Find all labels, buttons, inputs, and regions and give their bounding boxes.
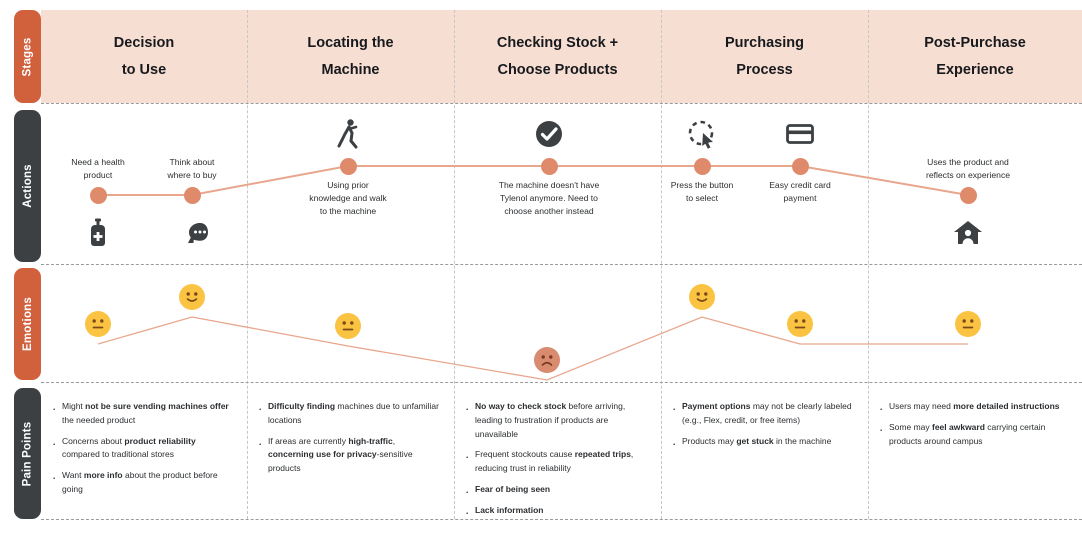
action-label-line: reflects on experience (925, 170, 1011, 181)
pain-point-item: Some may feel awkward carrying certain p… (878, 419, 1068, 449)
pain-points-cell-3: No way to check stock before arriving, l… (454, 398, 661, 524)
stages-header-band (41, 10, 1082, 103)
action-node-dot[interactable] (791, 157, 809, 175)
walking-person-icon (332, 118, 364, 150)
row-label-emotions-text: Emotions (21, 297, 34, 351)
row-label-pain-points-text: Pain Points (21, 421, 34, 486)
action-label-line: where to buy (167, 170, 217, 181)
action-label-line: Using prior (327, 180, 369, 190)
pain-point-item: Products may get stuck in the machine (671, 433, 854, 454)
action-label: Using prior knowledge and walk to the mach… (273, 179, 423, 218)
pain-points-cell-2: Difficulty finding machines due to unfam… (247, 398, 454, 483)
stage-title-line2: Choose Products (497, 61, 618, 78)
pain-point-item: Concerns about product reliability compa… (51, 433, 233, 463)
pain-point-item: Users may need more detailed instruction… (878, 398, 1068, 419)
emotions-row (41, 268, 1082, 381)
pain-point-item: Might not be sure vending machines offer… (51, 398, 233, 428)
stage-header-3: Checking Stock + Choose Products (454, 10, 661, 103)
pain-point-item: Difficulty finding machines due to unfam… (257, 398, 440, 428)
action-node-dot[interactable] (959, 186, 977, 204)
click-cursor-icon (686, 118, 718, 150)
pain-point-item: Lack information (464, 502, 647, 523)
row-label-pain-points: Pain Points (14, 388, 41, 519)
divider-bottom (41, 519, 1082, 520)
action-label: Uses the product and reflects on experien… (893, 156, 1043, 182)
action-label-line: Uses the product and (927, 157, 1009, 167)
stage-title-line1: Locating the (307, 35, 394, 52)
action-label-line: Think about (169, 157, 215, 167)
action-node-dot[interactable] (89, 186, 107, 204)
divider-emotions-pains (41, 382, 1082, 383)
pain-points-row: Might not be sure vending machines offer… (41, 388, 1082, 535)
pain-point-item: No way to check stock before arriving, l… (464, 398, 647, 441)
action-label: Press the button to select (627, 179, 777, 205)
stage-header-1: Decision to Use (41, 10, 247, 103)
action-node-dot[interactable] (183, 186, 201, 204)
action-label-line: Need a health (71, 157, 125, 167)
pain-points-cell-1: Might not be sure vending machines offer… (41, 398, 247, 504)
pain-points-cell-5: Users may need more detailed instruction… (868, 398, 1082, 455)
action-label: Easy credit card payment (725, 179, 875, 205)
stage-title-line2: to Use (121, 61, 167, 78)
stage-title-line2: Experience (936, 61, 1014, 78)
check-circle-icon (533, 118, 565, 150)
row-label-stages: Stages (14, 10, 41, 103)
credit-card-icon (784, 118, 816, 150)
medicine-bottle-icon (82, 217, 114, 249)
row-label-stages-text: Stages (21, 37, 34, 76)
emotion-face-happy[interactable] (179, 284, 205, 310)
stage-title-line2: Process (736, 61, 793, 78)
action-label-line: Easy credit card (769, 180, 831, 190)
pain-points-cell-4: Payment options may not be clearly label… (661, 398, 868, 455)
emotion-face-neutral[interactable] (787, 311, 813, 337)
action-label-line: to select (685, 193, 718, 204)
pain-point-item: Frequent stockouts cause repeated trips,… (464, 446, 647, 476)
home-person-icon (952, 217, 984, 249)
stage-title-line1: Purchasing (725, 35, 804, 52)
row-label-emotions: Emotions (14, 268, 41, 380)
pain-point-item: If areas are currently high-traffic, con… (257, 433, 440, 476)
action-label-line: Tylenol anymore. Need to (500, 193, 598, 204)
action-label: Need a health product (23, 156, 173, 182)
action-label-line: choose another instead (504, 206, 594, 217)
stage-title-line1: Decision (113, 35, 175, 52)
action-node-dot[interactable] (540, 157, 558, 175)
action-label-line: to the machine (319, 206, 377, 217)
action-node-dot[interactable] (339, 157, 357, 175)
emotion-face-neutral[interactable] (335, 313, 361, 339)
divider-actions-emotions (41, 264, 1082, 265)
action-label-line: payment (783, 193, 817, 204)
action-node-dot[interactable] (693, 157, 711, 175)
emotion-face-neutral[interactable] (85, 311, 111, 337)
pain-point-item: Fear of being seen (464, 481, 647, 502)
action-label-line: Press the button (670, 180, 734, 190)
stage-title-line2: Machine (321, 61, 380, 78)
thinking-head-icon (176, 217, 208, 249)
action-label-line: knowledge and walk (309, 193, 387, 204)
actions-row: Need a health product Think about where to … (41, 110, 1082, 262)
stage-title-line1: Checking Stock + (496, 35, 619, 52)
action-label-line: product (83, 170, 113, 181)
pain-point-item: Payment options may not be clearly label… (671, 398, 854, 428)
stage-title-line1: Post-Purchase (924, 35, 1026, 52)
emotion-face-neutral[interactable] (955, 311, 981, 337)
emotion-face-sad[interactable] (534, 347, 560, 373)
pain-point-item: Want more info about the product before … (51, 467, 233, 497)
emotion-face-happy[interactable] (689, 284, 715, 310)
action-label: Think about where to buy (117, 156, 267, 182)
action-label-line: The machine doesn't have (498, 180, 600, 190)
divider-stages-actions (41, 103, 1082, 104)
row-label-actions: Actions (14, 110, 41, 262)
